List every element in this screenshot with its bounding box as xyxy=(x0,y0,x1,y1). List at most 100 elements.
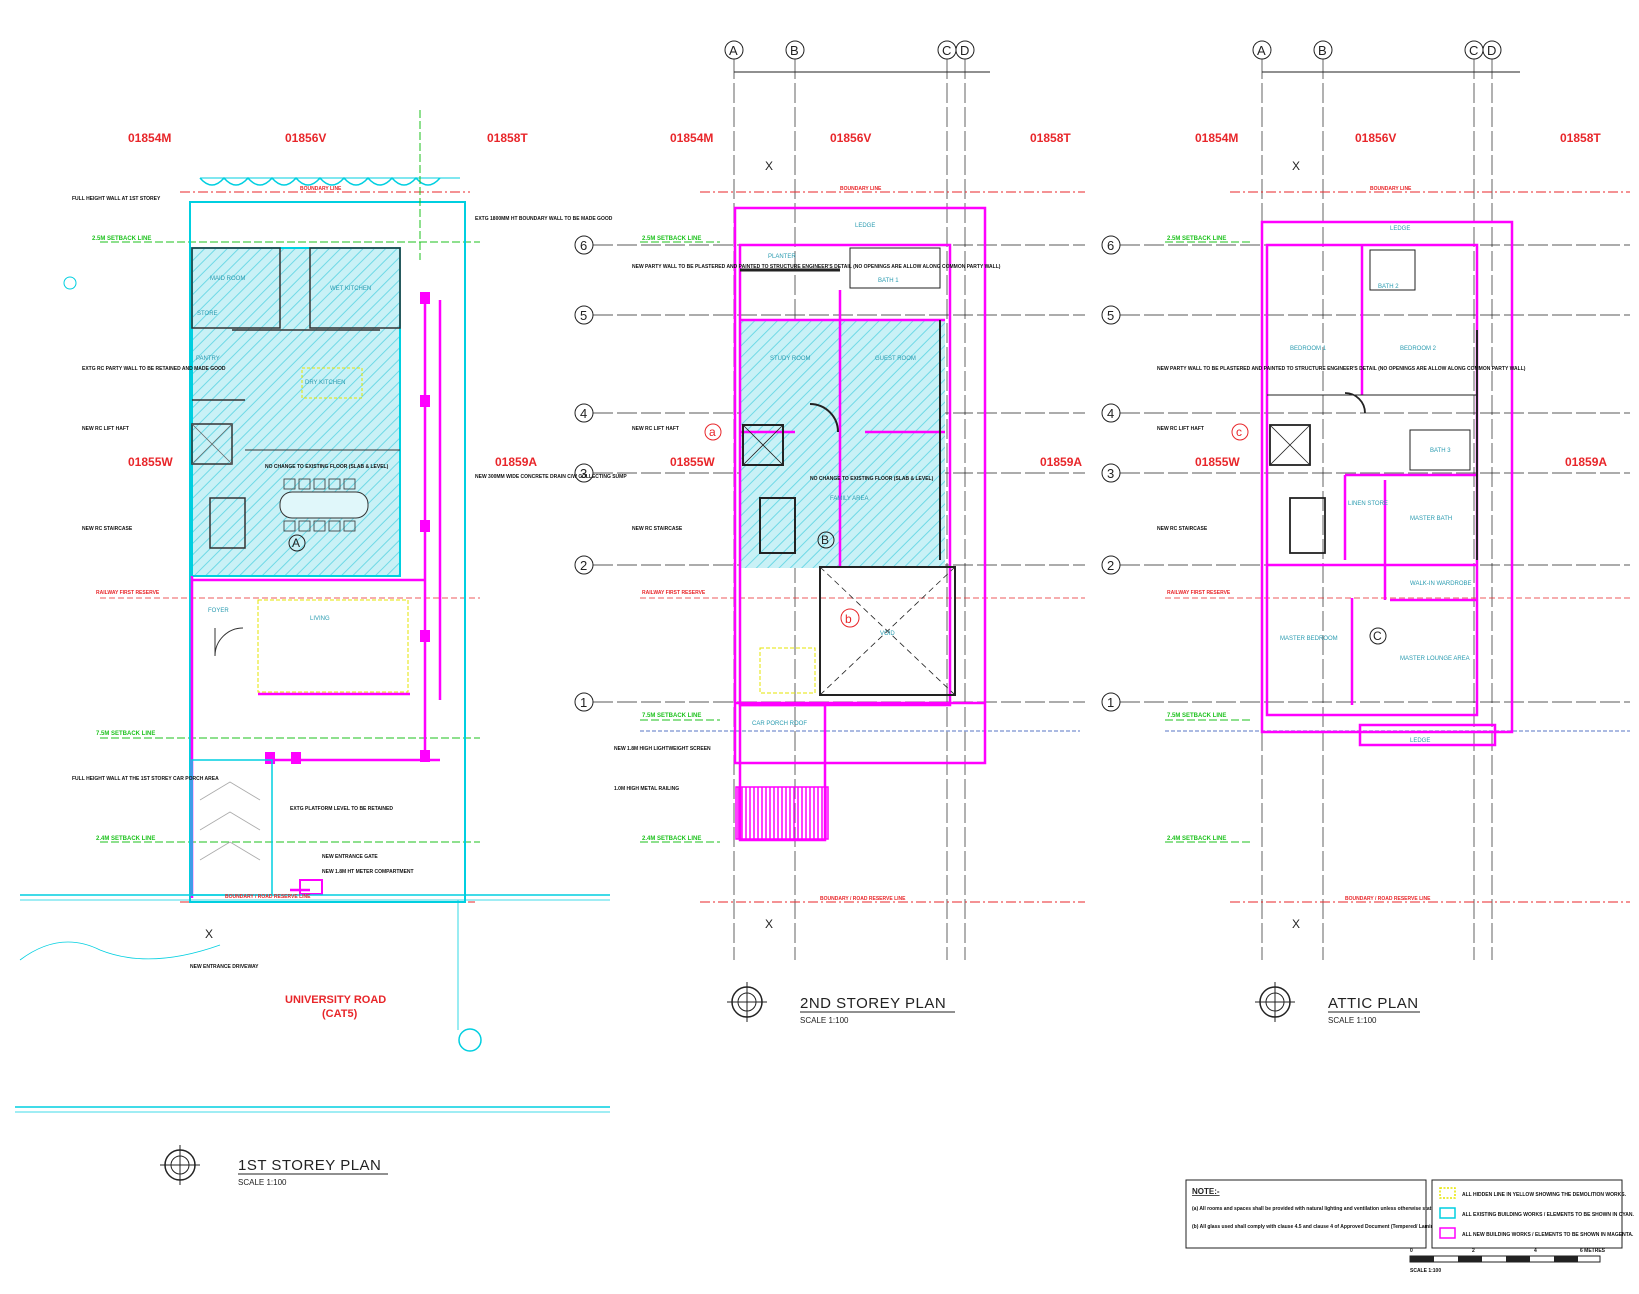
note: NEW ENTRANCE DRIVEWAY xyxy=(190,964,259,970)
ledge-label: LEDGE xyxy=(1390,226,1410,232)
room-bed1: BEDROOM 1 xyxy=(1290,346,1327,352)
note: NEW RC STAIRCASE xyxy=(632,526,683,532)
plan-symbol-icon xyxy=(1255,982,1295,1022)
note: NEW ENTRANCE GATE xyxy=(322,854,378,860)
room-wet-kitchen: WET KITCHEN xyxy=(330,286,371,292)
legend-item: ALL NEW BUILDING WORKS / ELEMENTS TO BE … xyxy=(1462,1232,1634,1238)
tag-x: X xyxy=(1292,917,1300,931)
setback-label: 2.4M SETBACK LINE xyxy=(642,836,701,842)
grid-row-3: 3 xyxy=(1107,466,1114,481)
setback-label: 7.5M SETBACK LINE xyxy=(96,731,155,737)
grid-row-1: 1 xyxy=(580,695,587,710)
tag-x: X xyxy=(765,917,773,931)
legend-box: ALL HIDDEN LINE IN YELLOW SHOWING THE DE… xyxy=(1431,1179,1634,1249)
tag-a: A xyxy=(292,536,300,550)
note: EXTG PLATFORM LEVEL TO BE RETAINED xyxy=(290,806,393,812)
room-store: STORE xyxy=(197,311,218,317)
room-family: FAMILY AREA xyxy=(830,496,868,502)
lot-01854M: 01854M xyxy=(670,131,713,145)
plan-title: ATTIC PLAN xyxy=(1328,995,1419,1012)
room-foyer: FOYER xyxy=(208,608,229,614)
grid-row-5: 5 xyxy=(580,308,587,323)
lot-01859A: 01859A xyxy=(1040,455,1082,469)
note: NEW PARTY WALL TO BE PLASTERED AND PAINT… xyxy=(1157,366,1526,372)
plan-scale: SCALE 1:100 xyxy=(238,1178,287,1187)
note: NEW 1.8M HIGH LIGHTWEIGHT SCREEN xyxy=(614,746,711,752)
room-maid: MAID ROOM xyxy=(210,276,245,282)
note: NEW RC STAIRCASE xyxy=(1157,526,1208,532)
grid-row-2: 2 xyxy=(1107,558,1114,573)
room-dry-kitchen: DRY KITCHEN xyxy=(305,380,345,386)
ledge-label: LEDGE xyxy=(1410,738,1430,744)
note: NEW RC STAIRCASE xyxy=(82,526,133,532)
grid-row-3: 3 xyxy=(580,466,587,481)
plan-symbol-icon xyxy=(727,982,767,1022)
note-box: NOTE:- (a) All rooms and spaces shall be… xyxy=(1185,1179,1460,1249)
lot-01856V: 01856V xyxy=(1355,131,1396,145)
tag-c-red: c xyxy=(1236,425,1242,439)
tag-x: X xyxy=(765,159,773,173)
grid-row-4: 4 xyxy=(580,406,587,421)
note: NEW 300MM WIDE CONCRETE DRAIN C/W COLLEC… xyxy=(475,474,627,480)
lot-01856V: 01856V xyxy=(830,131,871,145)
room-guest: GUEST ROOM xyxy=(875,356,916,362)
legend-swatch xyxy=(1439,1187,1456,1199)
tag-b-red: b xyxy=(845,612,852,626)
legend-swatch xyxy=(1439,1227,1456,1239)
legend-item: ALL HIDDEN LINE IN YELLOW SHOWING THE DE… xyxy=(1462,1192,1627,1198)
note: FULL HEIGHT WALL AT THE 1ST STOREY CAR P… xyxy=(72,776,219,782)
grid-row-2: 2 xyxy=(580,558,587,573)
note: FULL HEIGHT WALL AT 1ST STOREY xyxy=(72,196,161,202)
room-pantry: PANTRY xyxy=(196,356,220,362)
scale-bar: 0 2 4 6 METRES SCALE 1:100 xyxy=(1409,1248,1606,1274)
tag-x: X xyxy=(205,927,213,941)
note: NEW RC LIFT HAFT xyxy=(1157,426,1204,432)
room-bed2: BEDROOM 2 xyxy=(1400,346,1437,352)
lot-01859A: 01859A xyxy=(1565,455,1607,469)
grid-row-6: 6 xyxy=(580,238,587,253)
grid-row-6: 6 xyxy=(1107,238,1114,253)
room-study: STUDY ROOM xyxy=(770,356,811,362)
room-mbed: MASTER BEDROOM xyxy=(1280,636,1338,642)
grid-col-b: B xyxy=(1318,43,1327,58)
grid-col-a: A xyxy=(1257,43,1266,58)
grid-col-c: C xyxy=(1469,43,1478,58)
room-mbath: MASTER BATH xyxy=(1410,516,1452,522)
lot-01858T: 01858T xyxy=(1560,131,1601,145)
plan-scale: SCALE 1:100 xyxy=(1328,1016,1377,1025)
grid-col-c: C xyxy=(942,43,951,58)
railway-label: RAILWAY FIRST RESERVE xyxy=(96,590,160,596)
note-dining: NO CHANGE TO EXISTING FLOOR (SLAB & LEVE… xyxy=(265,464,389,470)
note: NEW RC LIFT HAFT xyxy=(632,426,679,432)
plan-1st-storey: 01854M 01856V 01858T 01855W 01859A 2.5M … xyxy=(15,110,627,1187)
room-living: LIVING xyxy=(310,616,330,622)
note: 1.0M HIGH METAL RAILING xyxy=(614,786,679,792)
lot-01858T: 01858T xyxy=(487,131,528,145)
plan-symbol-icon xyxy=(160,1145,200,1185)
grid-row-1: 1 xyxy=(1107,695,1114,710)
lot-01854M: 01854M xyxy=(128,131,171,145)
room-planter: PLANTER xyxy=(768,254,796,260)
lot-01855W: 01855W xyxy=(1195,455,1240,469)
railway-label: RAILWAY FIRST RESERVE xyxy=(1167,590,1231,596)
setback-label: 7.5M SETBACK LINE xyxy=(642,713,701,719)
railway-label: RAILWAY FIRST RESERVE xyxy=(642,590,706,596)
lot-01855W: 01855W xyxy=(670,455,715,469)
scale-label: SCALE 1:100 xyxy=(1410,1268,1441,1274)
note: NEW PARTY WALL TO BE PLASTERED AND PAINT… xyxy=(632,264,1001,270)
plan-attic: A B C D 6 5 4 3 2 1 xyxy=(1101,40,1630,1025)
legend-swatch xyxy=(1439,1207,1456,1219)
room-mlounge: MASTER LOUNGE AREA xyxy=(1400,656,1470,662)
grid-col-d: D xyxy=(1487,43,1496,58)
setback-label: 2.5M SETBACK LINE xyxy=(92,236,151,242)
lot-01858T: 01858T xyxy=(1030,131,1071,145)
grid-row-5: 5 xyxy=(1107,308,1114,323)
scale-tick: 4 xyxy=(1534,1248,1537,1254)
note-text: (b) All glass used shall comply with cla… xyxy=(1192,1224,1460,1230)
tag-c: C xyxy=(1373,629,1382,643)
lot-01859A: 01859A xyxy=(495,455,537,469)
room-bath3: BATH 3 xyxy=(1430,448,1451,454)
boundary-label: BOUNDARY LINE xyxy=(300,186,342,192)
lot-01856V: 01856V xyxy=(285,131,326,145)
grid-col-a: A xyxy=(729,43,738,58)
